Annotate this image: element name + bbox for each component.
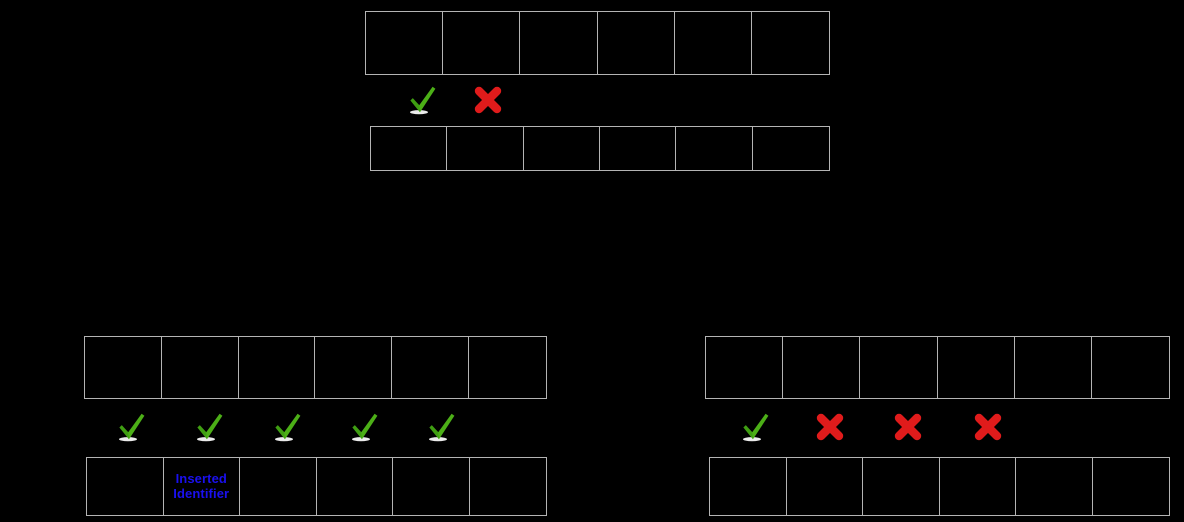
table-cell bbox=[371, 127, 448, 170]
cross-icon bbox=[888, 407, 928, 447]
table-cell bbox=[315, 337, 393, 398]
cross-icon bbox=[968, 407, 1008, 447]
table-cell bbox=[786, 458, 863, 515]
table-cell bbox=[751, 12, 830, 74]
table-cell bbox=[937, 337, 1015, 398]
check-icon bbox=[735, 407, 775, 447]
check-icon bbox=[111, 407, 151, 447]
table-cell bbox=[783, 337, 861, 398]
table-cell bbox=[752, 127, 829, 170]
table-cell bbox=[1014, 337, 1092, 398]
table-cell bbox=[366, 12, 444, 74]
check-icon bbox=[421, 407, 461, 447]
table-cell bbox=[1092, 458, 1169, 515]
table-cell bbox=[87, 458, 164, 515]
cross-icon bbox=[468, 80, 508, 120]
table-cell bbox=[443, 12, 521, 74]
table-cell bbox=[447, 127, 524, 170]
table-cell bbox=[674, 12, 752, 74]
table-cell bbox=[393, 458, 470, 515]
table-cell bbox=[599, 127, 677, 170]
table-cell bbox=[161, 337, 239, 398]
cross-icon bbox=[810, 407, 850, 447]
table-cell bbox=[863, 458, 940, 515]
table-cell bbox=[523, 127, 600, 170]
table-cell bbox=[238, 337, 316, 398]
table-cell bbox=[469, 337, 546, 398]
table-cell bbox=[316, 458, 393, 515]
top-source-row bbox=[365, 11, 830, 75]
table-cell bbox=[240, 458, 317, 515]
table-cell bbox=[1091, 337, 1170, 398]
table-cell bbox=[1016, 458, 1093, 515]
bottom-right-source-row bbox=[705, 336, 1170, 399]
table-cell bbox=[392, 337, 470, 398]
table-cell bbox=[597, 12, 675, 74]
table-cell bbox=[520, 12, 598, 74]
table-cell bbox=[860, 337, 938, 398]
check-icon bbox=[189, 407, 229, 447]
check-icon bbox=[344, 407, 384, 447]
inserted-identifier-line2: Identifier bbox=[173, 485, 230, 501]
table-cell bbox=[85, 337, 162, 398]
table-cell bbox=[469, 458, 546, 515]
table-cell bbox=[939, 458, 1016, 515]
top-target-row bbox=[370, 126, 830, 171]
check-icon bbox=[267, 407, 307, 447]
table-cell bbox=[710, 458, 787, 515]
table-cell bbox=[706, 337, 784, 398]
bottom-right-target-row bbox=[709, 457, 1170, 516]
table-cell bbox=[676, 127, 753, 170]
check-icon bbox=[402, 80, 442, 120]
bottom-left-source-row bbox=[84, 336, 547, 399]
inserted-identifier-line1: Inserted bbox=[175, 470, 227, 486]
